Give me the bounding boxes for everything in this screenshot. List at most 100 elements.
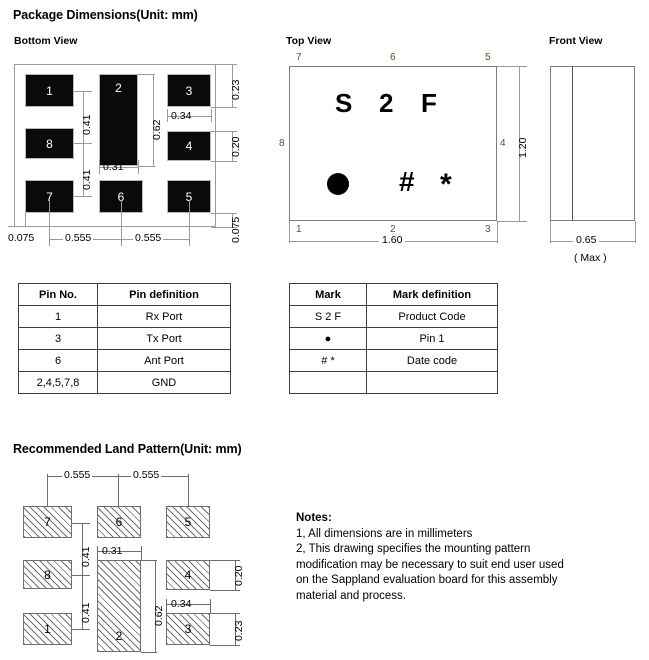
ext-line	[138, 160, 139, 174]
notes-line-2: 2, This drawing specifies the mounting p…	[296, 543, 531, 555]
table-row: 1 Rx Port	[18, 305, 231, 328]
ext-line	[141, 560, 157, 561]
dim-line	[153, 74, 154, 166]
ext-line	[189, 200, 190, 246]
table-row: 2,4,5,7,8 GND	[18, 371, 231, 394]
ext-line	[210, 599, 211, 613]
dim-land-pad3-height: 0.23	[233, 620, 245, 641]
dim-land-pad3-width: 0.34	[171, 598, 192, 610]
dim-line	[235, 560, 236, 590]
pin-no-cell: 2,4,5,7,8	[18, 371, 98, 394]
dim-bottom-gap-mid: 0.20	[230, 136, 242, 157]
dim-line	[232, 131, 233, 161]
ext-line	[211, 64, 237, 65]
mark-def-cell: Date code	[366, 349, 498, 372]
pin-no-cell: 6	[18, 349, 98, 372]
dim-line	[8, 226, 30, 227]
top-pin-6: 6	[390, 52, 396, 63]
ext-line	[72, 523, 90, 524]
pin-definition-table: Pin No. Pin definition 1 Rx Port 3 Tx Po…	[18, 283, 231, 394]
ext-line	[74, 196, 92, 197]
dim-land-pitch-v2: 0.41	[80, 602, 92, 623]
ext-line	[210, 645, 240, 646]
mark-cell	[289, 371, 367, 394]
land-pad-7-label: 7	[44, 515, 51, 529]
ext-line	[211, 107, 237, 108]
dim-land-pitch-h1: 0.555	[62, 469, 93, 481]
front-view-max-note: ( Max )	[574, 252, 607, 264]
notes-line-5: material and process.	[296, 589, 406, 602]
bottom-pad-4-label: 4	[185, 139, 193, 153]
dim-line	[167, 116, 211, 117]
ext-line	[167, 109, 168, 122]
pin-table-header-def: Pin definition	[97, 283, 231, 306]
land-pad-1: 1	[23, 613, 72, 645]
dim-land-pad4-height: 0.20	[233, 565, 245, 586]
table-row: # * Date code	[289, 349, 498, 372]
dim-bottom-pad2-height: 0.62	[151, 119, 163, 140]
top-pin-5: 5	[485, 52, 491, 63]
ext-line	[211, 213, 237, 214]
ext-line	[47, 474, 48, 514]
ext-line	[72, 629, 90, 630]
pin-no-cell: 1	[18, 305, 98, 328]
top-pin-3: 3	[485, 224, 491, 235]
dim-line	[235, 613, 236, 645]
land-pad-2: 2	[97, 560, 141, 652]
page-title: Package Dimensions(Unit: mm)	[13, 8, 198, 22]
marking-hash-icon: #	[399, 166, 415, 197]
bottom-pad-4: 4	[167, 131, 211, 161]
marking-char-s: S	[335, 88, 353, 118]
ext-line	[141, 546, 142, 560]
mark-cell: ●	[289, 327, 367, 350]
dim-bottom-pitch-v1: 0.41	[81, 114, 93, 135]
front-view-outline	[550, 66, 635, 221]
pin-no-cell: 3	[18, 327, 98, 350]
table-row: 6 Ant Port	[18, 349, 231, 372]
dim-bottom-gap-bottom: 0.075	[230, 216, 242, 243]
pin-table-header-no: Pin No.	[18, 283, 98, 306]
bottom-pad-2-label: 2	[115, 81, 122, 95]
bottom-pad-8-label: 8	[46, 136, 53, 151]
ext-line	[25, 213, 26, 227]
ext-line	[211, 227, 237, 228]
dim-line	[99, 167, 138, 168]
top-view-outline	[289, 66, 497, 221]
bottom-pad-6-label: 6	[117, 189, 125, 204]
ext-line	[188, 474, 189, 514]
land-pad-4: 4	[166, 560, 210, 590]
pin-def-cell: Rx Port	[97, 305, 231, 328]
mark-def-cell: Product Code	[366, 305, 498, 328]
ext-line	[497, 221, 527, 222]
table-header-row: Mark Mark definition	[289, 283, 498, 306]
ext-line	[118, 474, 119, 514]
land-pad-8: 8	[23, 560, 72, 589]
top-pin-2: 2	[390, 224, 396, 235]
dim-bottom-pad2-width: 0.31	[103, 161, 124, 173]
dim-land-pad2-height: 0.62	[153, 605, 165, 626]
dim-line	[97, 551, 141, 552]
notes-line-3: modification may be necessary to suit en…	[296, 558, 564, 571]
ext-line	[210, 560, 240, 561]
mark-definition-table: Mark Mark definition S 2 F Product Code …	[289, 283, 498, 394]
dim-bottom-pad3-width: 0.34	[171, 110, 192, 122]
bottom-pad-5-label: 5	[185, 189, 193, 204]
top-pin-8: 8	[279, 138, 285, 149]
marking-asterisk-icon: *	[440, 168, 452, 201]
land-pad-5-label: 5	[184, 515, 192, 529]
notes-heading: Notes:	[296, 512, 332, 524]
ext-line	[99, 160, 100, 174]
dim-line	[83, 143, 84, 196]
notes-line-4: on the Sappland evaluation board for thi…	[296, 574, 558, 586]
front-view-split-line	[572, 66, 573, 221]
ext-line	[497, 66, 527, 67]
land-pad-3: 3	[166, 613, 210, 645]
ext-line	[635, 221, 636, 243]
notes-block: Notes: 1, All dimensions are in millimet…	[296, 511, 641, 604]
mark-table-header-def: Mark definition	[366, 283, 498, 306]
table-row: 3 Tx Port	[18, 327, 231, 350]
dim-line	[82, 575, 83, 629]
dim-land-pitch-v1: 0.41	[80, 546, 92, 567]
land-pad-7: 7	[23, 506, 72, 538]
pin-def-cell: Tx Port	[97, 327, 231, 350]
